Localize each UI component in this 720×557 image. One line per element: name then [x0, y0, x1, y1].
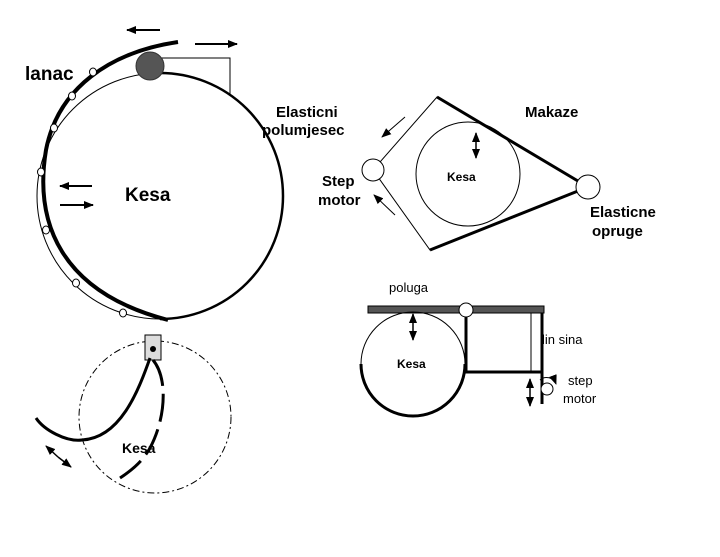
lever-bar — [367, 305, 545, 314]
lever-diagram: poluga lin sina Kesa step motor — [359, 280, 597, 418]
step-motor-pivot — [361, 158, 385, 182]
chain-link — [89, 67, 97, 77]
bag-label: Kesa — [397, 357, 426, 371]
springs-label-1: Elasticne — [590, 204, 656, 221]
swing-arrow-a — [45, 445, 59, 458]
crescent-label-2: polumjesec — [262, 122, 345, 139]
springs-label-2: opruge — [592, 223, 643, 240]
bag-thick-arc — [359, 363, 467, 418]
chain-link — [50, 123, 58, 133]
motor-label-2: motor — [318, 192, 361, 209]
chain-label: lanac — [25, 64, 74, 85]
scissors-arm-upper — [436, 95, 589, 189]
arm-left — [34, 357, 152, 442]
scissors-label: Makaze — [525, 104, 578, 121]
drive-wheel — [135, 51, 165, 81]
drive-bracket — [150, 57, 231, 96]
rail-frame — [464, 313, 544, 374]
bag-label: Kesa — [125, 185, 171, 206]
scissors-diagram: Makaze Step motor Kesa Elasticne opruge — [318, 95, 656, 252]
motor-label-1: step — [568, 373, 593, 388]
bag-circle — [415, 121, 521, 227]
chain-diagram: lanac Elasticni polumjesec Kesa — [25, 26, 345, 322]
rail-label: lin sina — [542, 332, 583, 347]
spring-pivot — [575, 174, 601, 200]
lever-pivot — [458, 302, 474, 318]
elastic-crescent — [159, 71, 285, 321]
motor-label-1: Step — [322, 173, 355, 190]
chain-link — [119, 308, 127, 318]
motion-arrow-upper — [381, 116, 406, 138]
pivot-dot — [150, 346, 156, 352]
arm-right — [119, 359, 165, 480]
arm-diagram: Kesa — [34, 334, 232, 494]
rotation-arrow-icon — [539, 374, 557, 385]
chain-link — [42, 225, 50, 235]
chain-link — [68, 91, 76, 101]
bag-circle-dashed — [78, 340, 232, 494]
lever-label: poluga — [389, 280, 429, 295]
swing-arrow-b — [57, 456, 72, 468]
chain-link — [72, 278, 80, 288]
crescent-label-1: Elasticni — [276, 104, 338, 121]
scissors-arm-lower — [429, 185, 589, 252]
motor-label-2: motor — [563, 391, 597, 406]
motion-arrow-lower — [373, 194, 396, 216]
chain-links — [37, 67, 127, 318]
step-motor-icon — [540, 382, 554, 396]
bag-label: Kesa — [122, 440, 156, 456]
bag-label: Kesa — [447, 170, 476, 184]
chain-link — [37, 167, 45, 177]
chain-arc — [41, 40, 179, 322]
